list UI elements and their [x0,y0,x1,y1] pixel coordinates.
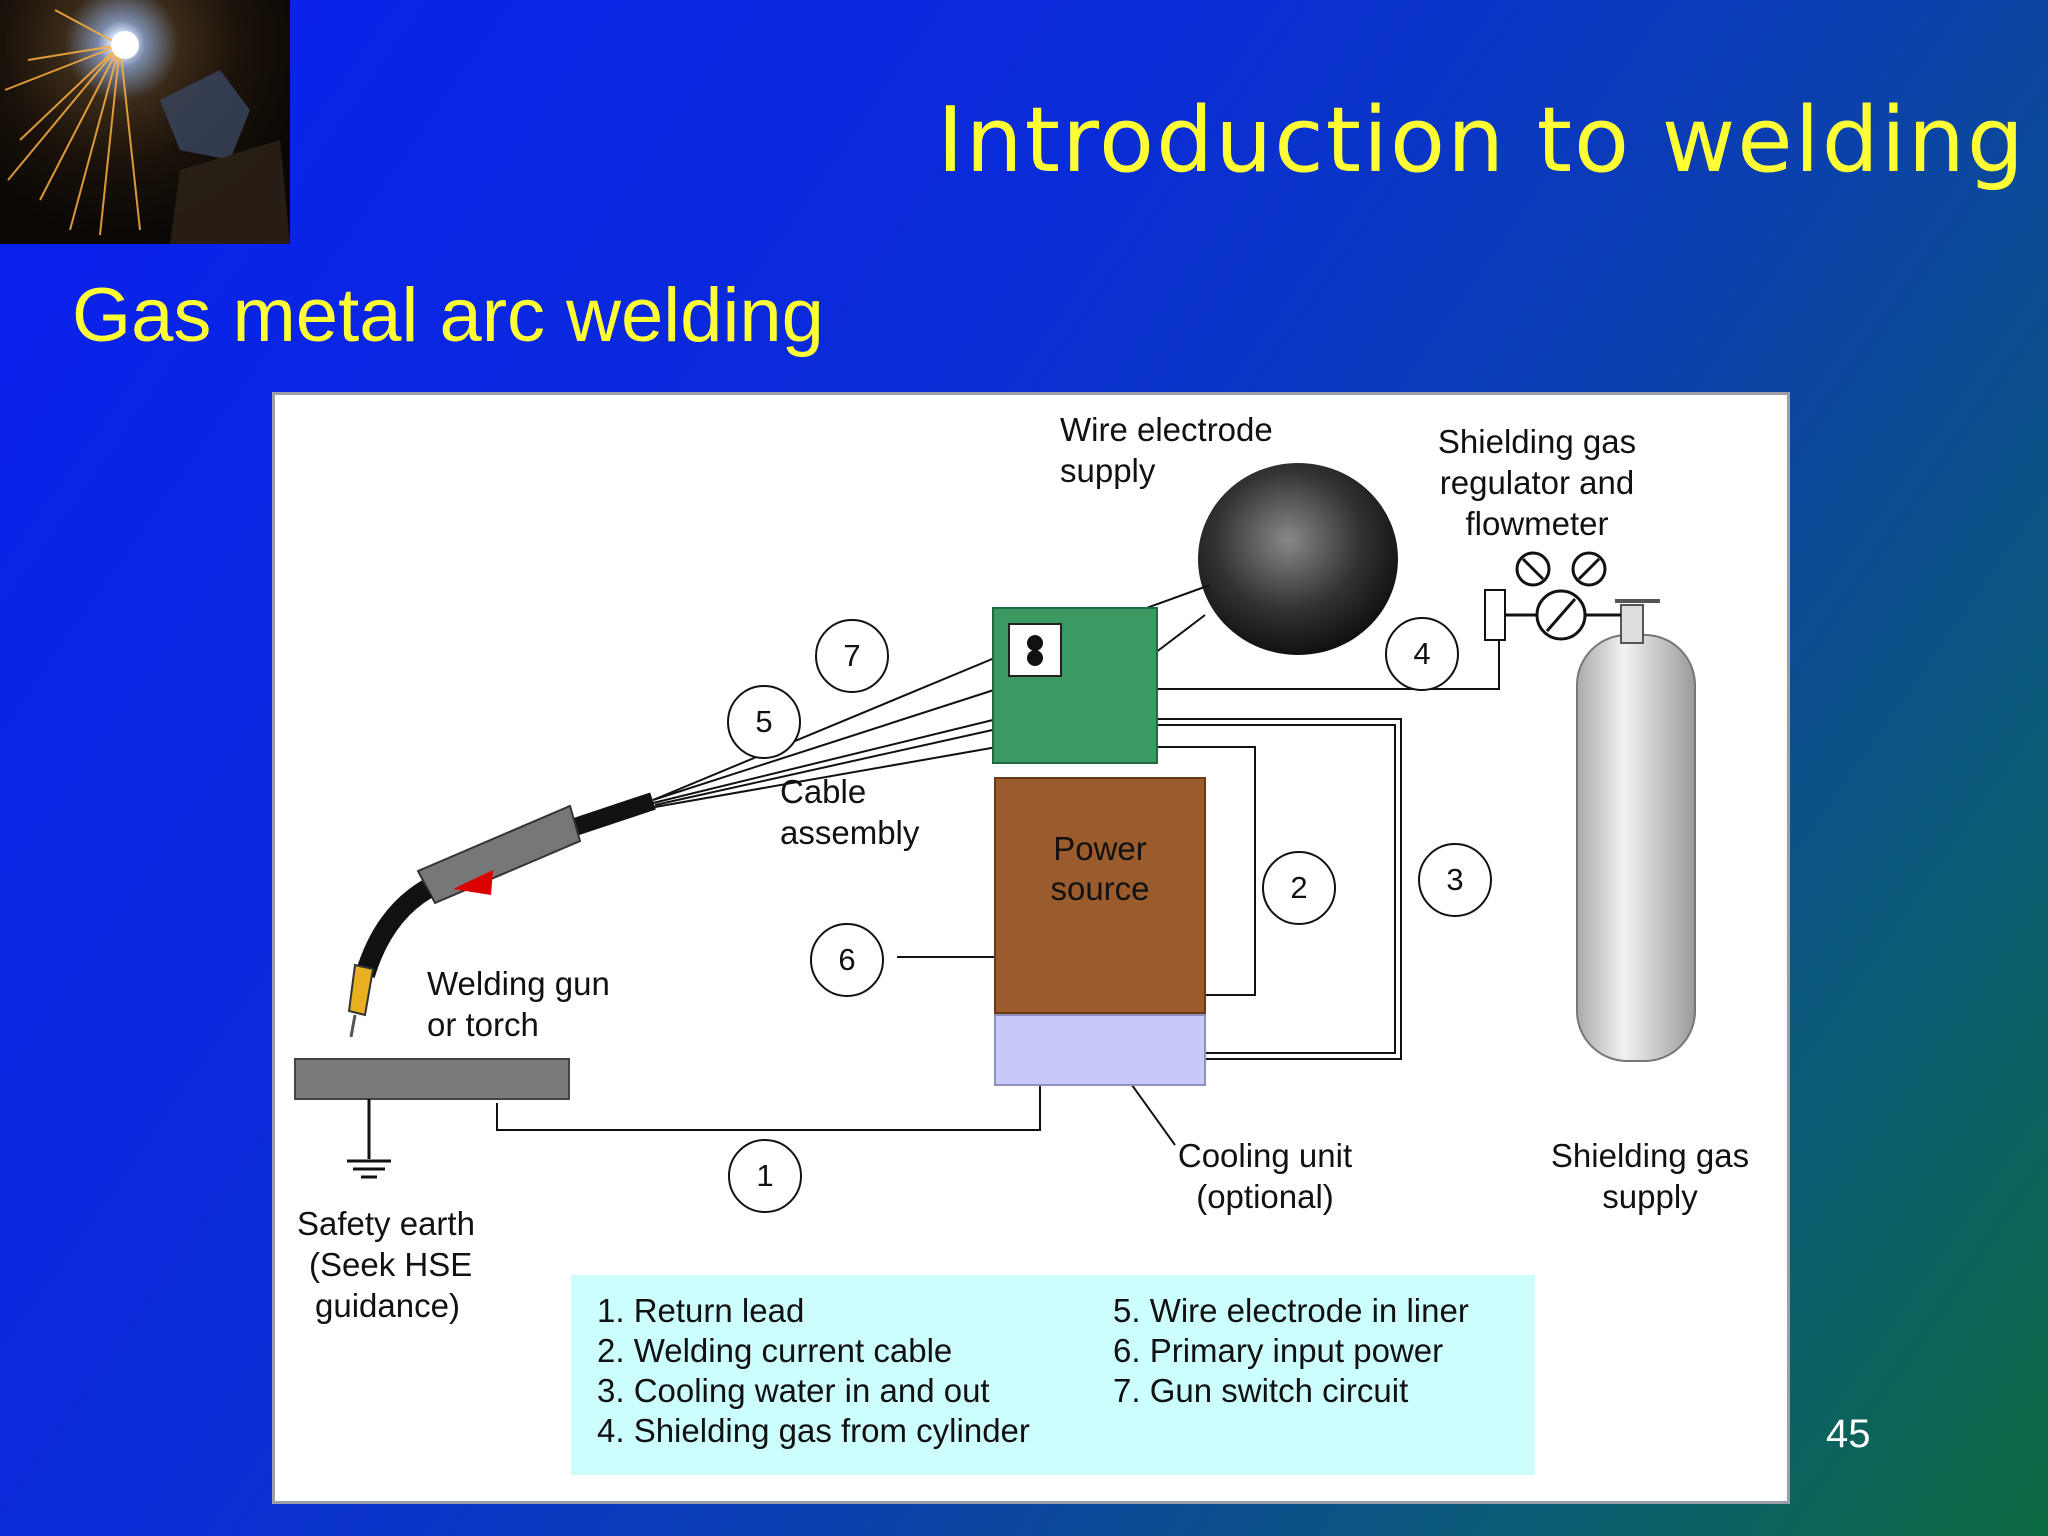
cooling-unit [994,1014,1206,1086]
legend-item: 2. Welding current cable [597,1332,953,1369]
workpiece [294,1058,570,1100]
legend-item: 6. Primary input power [1113,1332,1444,1369]
callout-5: 5 [727,685,801,759]
callout-1: 1 [728,1139,802,1213]
callout-3: 3 [1418,843,1492,917]
gun-handle [416,804,582,905]
legend-item: 4. Shielding gas from cylinder [597,1412,1030,1449]
power-source-label-1: Power [1053,830,1147,867]
callout-6: 6 [810,923,884,997]
slide-title: Introduction to welding [937,88,2026,193]
safety-earth-label: Safety earth (Seek HSE guidance) [297,1205,475,1324]
wire-spool [1198,463,1398,655]
page-number: 45 [1826,1412,1871,1456]
gun-switch-icon [1008,623,1062,677]
gmaw-diagram: Power source Wire electrode supply Shiel… [272,392,1790,1504]
cable-assembly-label: Cable assembly [780,773,920,851]
gas-supply-label: Shielding gas supply [1550,1137,1750,1215]
power-source: Power source [994,777,1206,1014]
legend-item: 1. Return lead [597,1292,805,1329]
wire-feeder [992,607,1158,764]
power-source-label-2: source [1050,870,1150,907]
slide-subtitle: Gas metal arc welding [72,273,824,358]
regulator-label: Shielding gas regulator and flowmeter [1437,423,1637,542]
legend-left-column: 1. Return lead 2. Welding current cable … [597,1291,1030,1451]
callout-2: 2 [1262,851,1336,925]
legend-right-column: 5. Wire electrode in liner 6. Primary in… [1113,1291,1469,1411]
callout-6-7-group: 7 [815,619,889,693]
legend-item: 5. Wire electrode in liner [1113,1292,1469,1329]
callout-4: 4 [1385,617,1459,691]
legend-item: 7. Gun switch circuit [1113,1372,1409,1409]
gas-cylinder [1576,634,1696,1062]
wire-supply-label: Wire electrode supply [1060,411,1273,489]
welding-gun-label: Welding gun or torch [427,965,610,1043]
cooling-unit-label: Cooling unit (optional) [1177,1137,1353,1215]
legend-item: 3. Cooling water in and out [597,1372,990,1409]
welding-photo [0,0,290,244]
legend: 1. Return lead 2. Welding current cable … [571,1275,1535,1475]
